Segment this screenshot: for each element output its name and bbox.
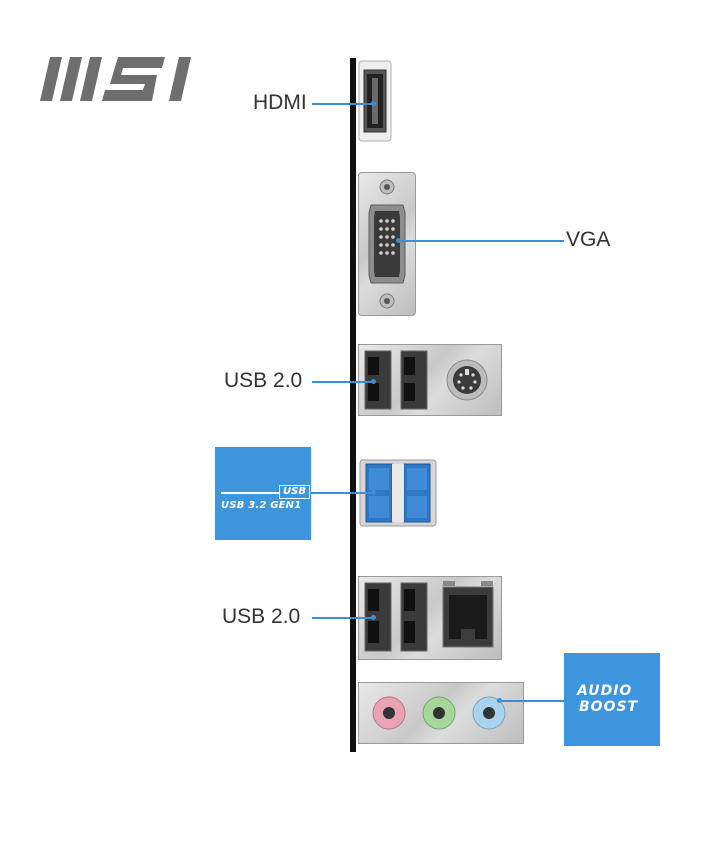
hdmi-leader-dot bbox=[371, 101, 376, 106]
usb2-bottom-label: USB 2.0 bbox=[222, 605, 301, 628]
usb-3-2-gen1-badge: USB USB 3.2 GEN1 bbox=[215, 447, 311, 540]
usb3-leader-dot bbox=[371, 490, 376, 495]
usb2-bottom-leader-line bbox=[312, 617, 374, 619]
usb2-bottom-leader-dot bbox=[371, 615, 376, 620]
usb2-top-leader-dot bbox=[371, 379, 376, 384]
io-panel-edge bbox=[350, 58, 356, 752]
usb2-ps2-block bbox=[358, 344, 502, 416]
msi-logo bbox=[40, 55, 195, 103]
usb2-top-leader-line bbox=[312, 381, 374, 383]
hdmi-leader-line bbox=[312, 103, 374, 105]
usb-badge-line bbox=[221, 492, 279, 494]
vga-port bbox=[358, 172, 416, 316]
audio-block bbox=[358, 682, 524, 744]
vga-leader-dot bbox=[396, 238, 401, 243]
usb3-leader-line bbox=[310, 492, 374, 494]
usb2-top-label: USB 2.0 bbox=[224, 369, 303, 392]
usb-badge-gen-text: USB 3.2 GEN1 bbox=[221, 500, 302, 511]
usb2-lan-block bbox=[358, 576, 502, 660]
audio-boost-line2: BOOST bbox=[579, 699, 639, 715]
vga-label: VGA bbox=[566, 228, 611, 251]
audio-leader-dot bbox=[497, 698, 502, 703]
audio-boost-line1: AUDIO bbox=[577, 683, 633, 699]
usb-badge-logo-text: USB bbox=[279, 485, 310, 499]
vga-leader-line bbox=[398, 240, 564, 242]
audio-boost-badge: AUDIO BOOST bbox=[564, 653, 660, 746]
audio-leader-line bbox=[500, 700, 564, 702]
hdmi-label: HDMI bbox=[253, 91, 307, 114]
